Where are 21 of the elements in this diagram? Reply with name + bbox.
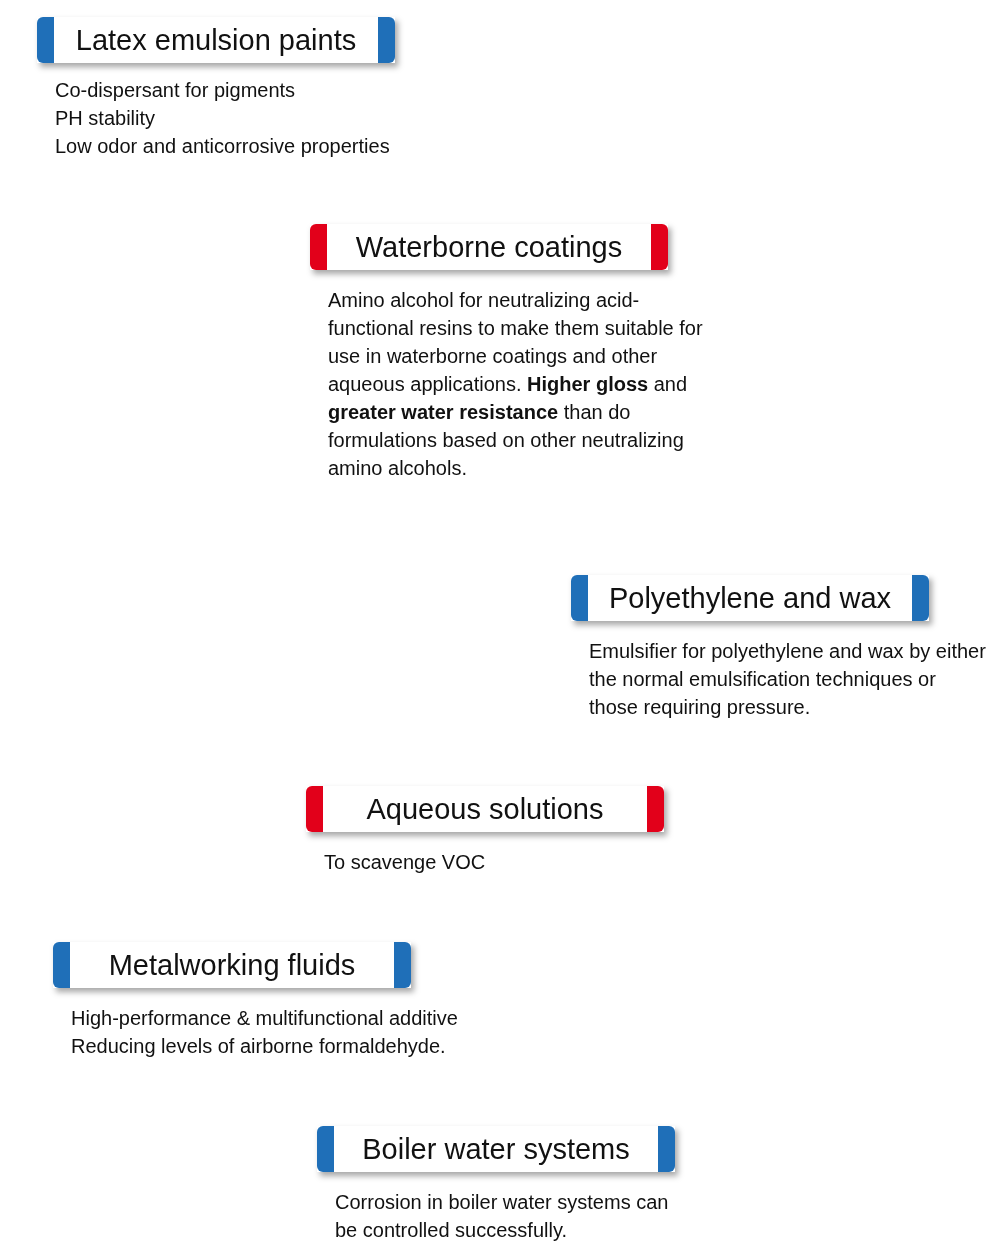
description-text: Emulsifier for polyethylene and wax by either the normal emulsification techniques or those requiring pressure.	[589, 639, 987, 720]
heading-box	[317, 1126, 675, 1172]
heading-text: Boiler water systems	[362, 1132, 630, 1166]
heading-text: Aqueous solutions	[366, 792, 604, 826]
description-text: High-performance & multifunctional additive	[71, 1006, 459, 1031]
description-text: Low odor and anticorrosive properties	[55, 134, 391, 159]
description-text: PH stability	[55, 106, 157, 131]
description-text: Corrosion in boiler water systems can be controlled successfully.	[335, 1190, 670, 1243]
description-text: Co-dispersant for pigments	[55, 78, 297, 103]
heading-box	[53, 942, 411, 988]
description-text: Amino alcohol for neutralizing acid-functional resins to make them suitable for use in waterborne coatings and other aqueous applications. Higher gloss and greater water resistance than do formulations based on other neutralizing amino alcohols.	[328, 288, 704, 481]
heading-box	[571, 575, 929, 621]
heading-box	[310, 224, 668, 270]
heading-text: Latex emulsion paints	[75, 23, 357, 57]
description-text: Reducing levels of airborne formaldehyde.	[71, 1034, 447, 1059]
heading-box	[306, 786, 664, 832]
heading-text: Waterborne coatings	[355, 230, 623, 264]
heading-box	[37, 17, 395, 63]
description-text: To scavenge VOC	[324, 850, 487, 875]
heading-text: Metalworking fluids	[108, 948, 356, 982]
heading-text: Polyethylene and wax	[608, 581, 892, 615]
